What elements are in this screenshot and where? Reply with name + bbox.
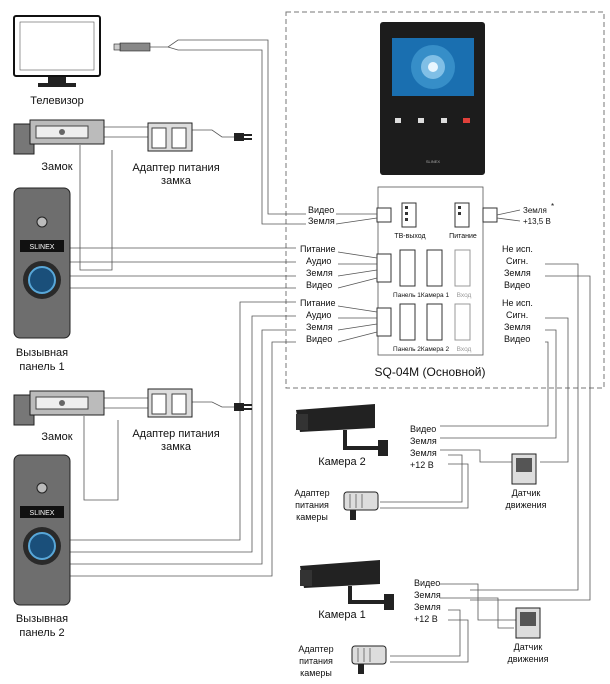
wires <box>70 39 591 663</box>
camera-1-label: Камера 1 <box>318 609 366 621</box>
panel-2-label-b: панель 2 <box>19 627 64 639</box>
monitor-boundary <box>285 11 605 389</box>
user-icon <box>395 118 401 123</box>
term-signal-1: Сигн. <box>506 256 528 266</box>
panel-2-label-a: Вызывная <box>16 613 68 625</box>
lock-2-label: Замок <box>41 431 72 443</box>
cam2-adapter-label-c: камеры <box>296 512 328 522</box>
connector-label-input-1: Вход <box>457 292 472 299</box>
term-not-used-1: Не исп. <box>502 244 533 254</box>
connector-label-panel1: Панель 1 <box>393 292 421 299</box>
motion-sensor-1-icon <box>511 453 537 485</box>
motion-1-label-a: Датчик <box>512 488 541 498</box>
connector-label-camera1: Камера 1 <box>421 292 450 299</box>
cam2-term-ground-2: Земля <box>410 448 437 458</box>
cam1-term-ground-1: Земля <box>414 590 441 600</box>
cam2-adapter-label-a: Адаптер <box>294 488 329 498</box>
call-panel-1-icon: SLINEX <box>13 187 71 339</box>
monitor-front: SLINEX <box>380 22 485 175</box>
connector-label-panel2: Панель 2 <box>393 346 421 353</box>
panel-1-label-b: панель 1 <box>19 361 64 373</box>
connector-label-camera2: Камера 2 <box>421 346 450 353</box>
connector-row-2 <box>376 249 471 287</box>
lock-adapter-2-label-b: замка <box>161 441 192 453</box>
connector-row-3 <box>376 303 471 341</box>
camera-1-icon <box>300 560 394 610</box>
lock-2-icon <box>13 390 105 426</box>
tv-icon <box>13 15 101 87</box>
cam1-adapter-label-c: камеры <box>300 668 332 678</box>
cam1-adapter-label-a: Адаптер <box>298 644 333 654</box>
lock-adapter-1-label-a: Адаптер питания <box>132 162 219 174</box>
lock-adapter-2-label-a: Адаптер питания <box>132 428 219 440</box>
lock-1-icon <box>13 119 105 155</box>
term-power-p2: Питание <box>300 298 336 308</box>
panel-1-brand: SLINEX <box>30 244 55 251</box>
cam2-adapter-label-b: питания <box>295 500 329 510</box>
cam1-term-ground-2: Земля <box>414 602 441 612</box>
monitor-title: SQ-04M (Основной) <box>374 365 485 379</box>
connector-label-power: Питание <box>449 233 477 240</box>
camera-2-icon <box>296 404 388 456</box>
camera-2-adapter-icon <box>343 491 379 520</box>
term-ground-p1: Земля <box>306 268 333 278</box>
term-asterisk: * <box>551 202 554 211</box>
camera-1-adapter-icon <box>351 645 387 674</box>
tv-plug-icon <box>113 42 151 52</box>
connector-label-tv-out: ТВ-выход <box>394 233 425 240</box>
lock-1-label: Замок <box>41 161 72 173</box>
term-plus135: +13,5 В <box>523 217 551 226</box>
hangup-icon <box>463 118 470 123</box>
panel-2-brand: SLINEX <box>30 510 55 517</box>
camera-2-label: Камера 2 <box>318 456 366 468</box>
lock-adapter-1-label-b: замка <box>161 175 192 187</box>
term-video-r2: Видео <box>504 334 530 344</box>
term-signal-2: Сигн. <box>506 310 528 320</box>
panel-1-label-a: Вызывная <box>16 347 68 359</box>
term-ground-p2: Земля <box>306 322 333 332</box>
term-ground-tv: Земля <box>308 216 335 226</box>
motion-2-label-b: движения <box>508 654 549 664</box>
motion-2-label-a: Датчик <box>514 642 543 652</box>
term-video-p2: Видео <box>306 334 332 344</box>
tv-label: Телевизор <box>30 95 84 107</box>
term-video-tv: Видео <box>308 205 334 215</box>
handset-icon <box>418 118 424 123</box>
term-video-r1: Видео <box>504 280 530 290</box>
key-icon <box>441 118 447 123</box>
connector-label-input-2: Вход <box>457 346 472 353</box>
motion-sensor-2-icon <box>515 607 541 639</box>
motion-1-label-b: движения <box>506 500 547 510</box>
term-not-used-2: Не исп. <box>502 298 533 308</box>
term-ground-r2: Земля <box>504 322 531 332</box>
cam2-term-ground-1: Земля <box>410 436 437 446</box>
psu-plug <box>482 207 498 223</box>
term-ground-r1: Земля <box>504 268 531 278</box>
call-panel-2-icon: SLINEX <box>13 454 71 606</box>
cam2-term-plus12: +12 В <box>410 460 434 470</box>
cam1-adapter-label-b: питания <box>299 656 333 666</box>
cam1-term-plus12: +12 В <box>414 614 438 624</box>
lock-adapter-2-icon <box>147 388 252 418</box>
term-audio-p1: Аудио <box>306 256 331 266</box>
term-ground-psu: Земля <box>523 206 547 215</box>
term-power-p1: Питание <box>300 244 336 254</box>
lock-adapter-1-icon <box>147 122 252 152</box>
term-video-p1: Видео <box>306 280 332 290</box>
connector-row-1 <box>376 202 498 228</box>
cam2-term-video: Видео <box>410 424 436 434</box>
term-audio-p2: Аудио <box>306 310 331 320</box>
monitor-brand: SLINEX <box>426 159 441 164</box>
cam1-term-video: Видео <box>414 578 440 588</box>
